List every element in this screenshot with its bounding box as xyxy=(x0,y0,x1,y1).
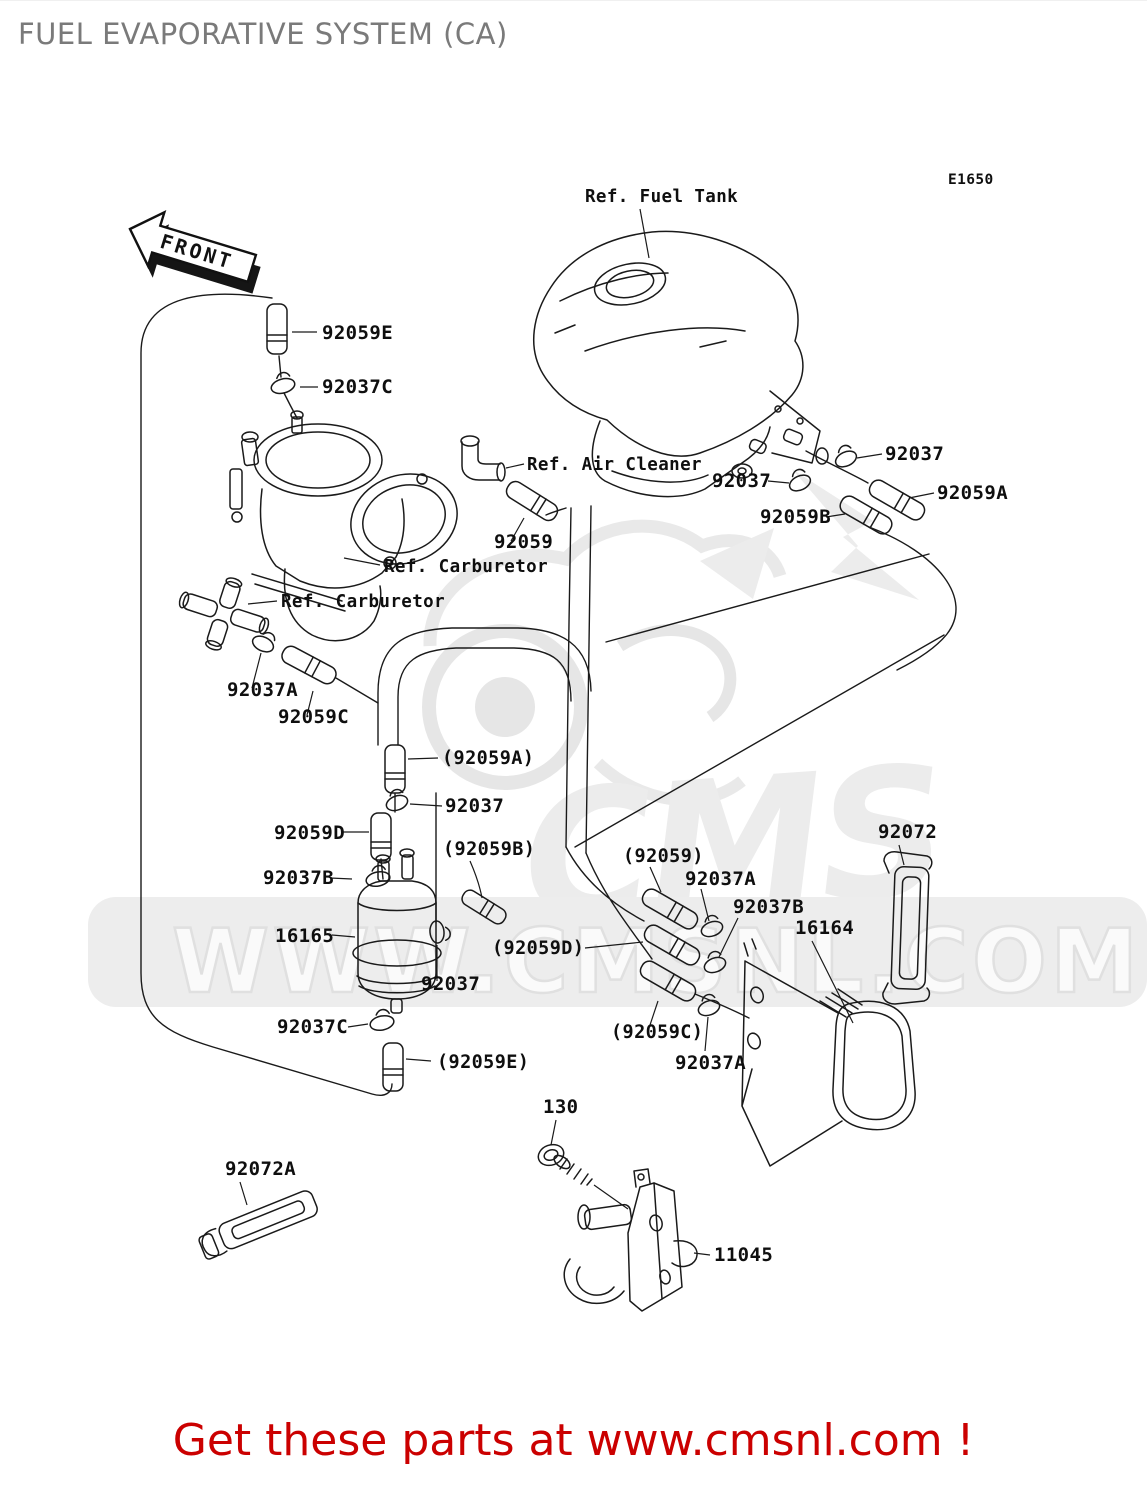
part-label-11-92037a: 92037A xyxy=(227,679,298,701)
bracket-drawing xyxy=(563,1168,698,1312)
part-label-31-92072a: 92072A xyxy=(225,1158,296,1180)
part-label-17-92037b: 92037B xyxy=(263,867,334,889)
part-label-21-92059: (92059) xyxy=(623,846,704,867)
air-cleaner-elbow-drawing xyxy=(460,435,506,482)
part-label-24-16164: 16164 xyxy=(795,917,854,939)
part-label-6-92059a: 92059A xyxy=(937,482,1008,504)
part-label-2-92037c: 92037C xyxy=(322,376,393,398)
fuel-tank-drawing xyxy=(532,230,829,498)
part-label-9-refcarburetor: Ref. Carburetor xyxy=(384,557,548,577)
canister-drawing xyxy=(741,938,916,1167)
part-label-32-11045: 11045 xyxy=(714,1244,773,1266)
canister-strap-drawing xyxy=(882,851,933,1005)
part-label-3-refaircleaner: Ref. Air Cleaner xyxy=(527,455,702,475)
part-label-26-92059c: (92059C) xyxy=(611,1022,703,1043)
part-label-20-92037: 92037 xyxy=(421,973,480,995)
part-label-18-16165: 16165 xyxy=(275,925,334,947)
canister-strap2-drawing xyxy=(198,1190,318,1260)
watermark-url-text: WWW.CMSNL.COM xyxy=(172,910,1140,1013)
part-label-27-92037a: 92037A xyxy=(675,1052,746,1074)
cms-watermark: CMS WWW.CMSNL.COM xyxy=(88,469,1147,1014)
part-label-8-92059: 92059 xyxy=(494,531,553,553)
part-label-25-92072: 92072 xyxy=(878,821,937,843)
part-labels: Ref. Fuel Tank 92059E 92037C Ref. Air Clean… xyxy=(225,187,1008,1266)
part-label-14-92037: 92037 xyxy=(445,795,504,817)
tube-fittings xyxy=(266,303,926,1092)
hose-lines xyxy=(140,293,957,1096)
part-label-30-130: 130 xyxy=(543,1096,579,1118)
footer-promo-text: Get these parts at www.cmsnl.com ! xyxy=(172,1415,975,1466)
diagram-code: E1650 xyxy=(948,172,994,188)
part-label-22-92037a: 92037A xyxy=(685,868,756,890)
fuel-separator-drawing xyxy=(352,848,442,1014)
part-label-28-92037c: 92037C xyxy=(277,1016,348,1038)
hose-clamps xyxy=(251,371,858,1032)
part-label-0-reffueltank: Ref. Fuel Tank xyxy=(585,187,738,207)
part-label-16-92059b: (92059B) xyxy=(443,839,535,860)
part-label-29-92059e: (92059E) xyxy=(437,1052,529,1073)
carburetor-drawing xyxy=(229,410,458,642)
part-label-15-92059d: 92059D xyxy=(274,822,345,844)
part-label-7-92059b: 92059B xyxy=(760,506,831,528)
part-label-12-92059c: 92059C xyxy=(278,706,349,728)
cross-fitting-drawing xyxy=(178,577,270,651)
part-label-13-92059a: (92059A) xyxy=(442,748,534,769)
page-title: FUEL EVAPORATIVE SYSTEM (CA) xyxy=(18,17,508,51)
part-label-1-92059e: 92059E xyxy=(322,322,393,344)
part-label-10-refcarburetor: Ref. Carburetor xyxy=(281,592,445,612)
bolt-drawing xyxy=(537,1143,593,1186)
leader-lines xyxy=(239,208,935,1256)
front-arrow: FRONT xyxy=(128,210,261,294)
part-label-19-92059d: (92059D) xyxy=(492,938,584,959)
lightning-bolt-icon xyxy=(792,469,919,600)
part-label-5-92037: 92037 xyxy=(712,470,771,492)
mascot-goggle-icon xyxy=(422,624,588,790)
part-label-4-92037: 92037 xyxy=(885,443,944,465)
part-label-23-92037b: 92037B xyxy=(733,896,804,918)
mascot-bandana-icon xyxy=(700,528,774,599)
